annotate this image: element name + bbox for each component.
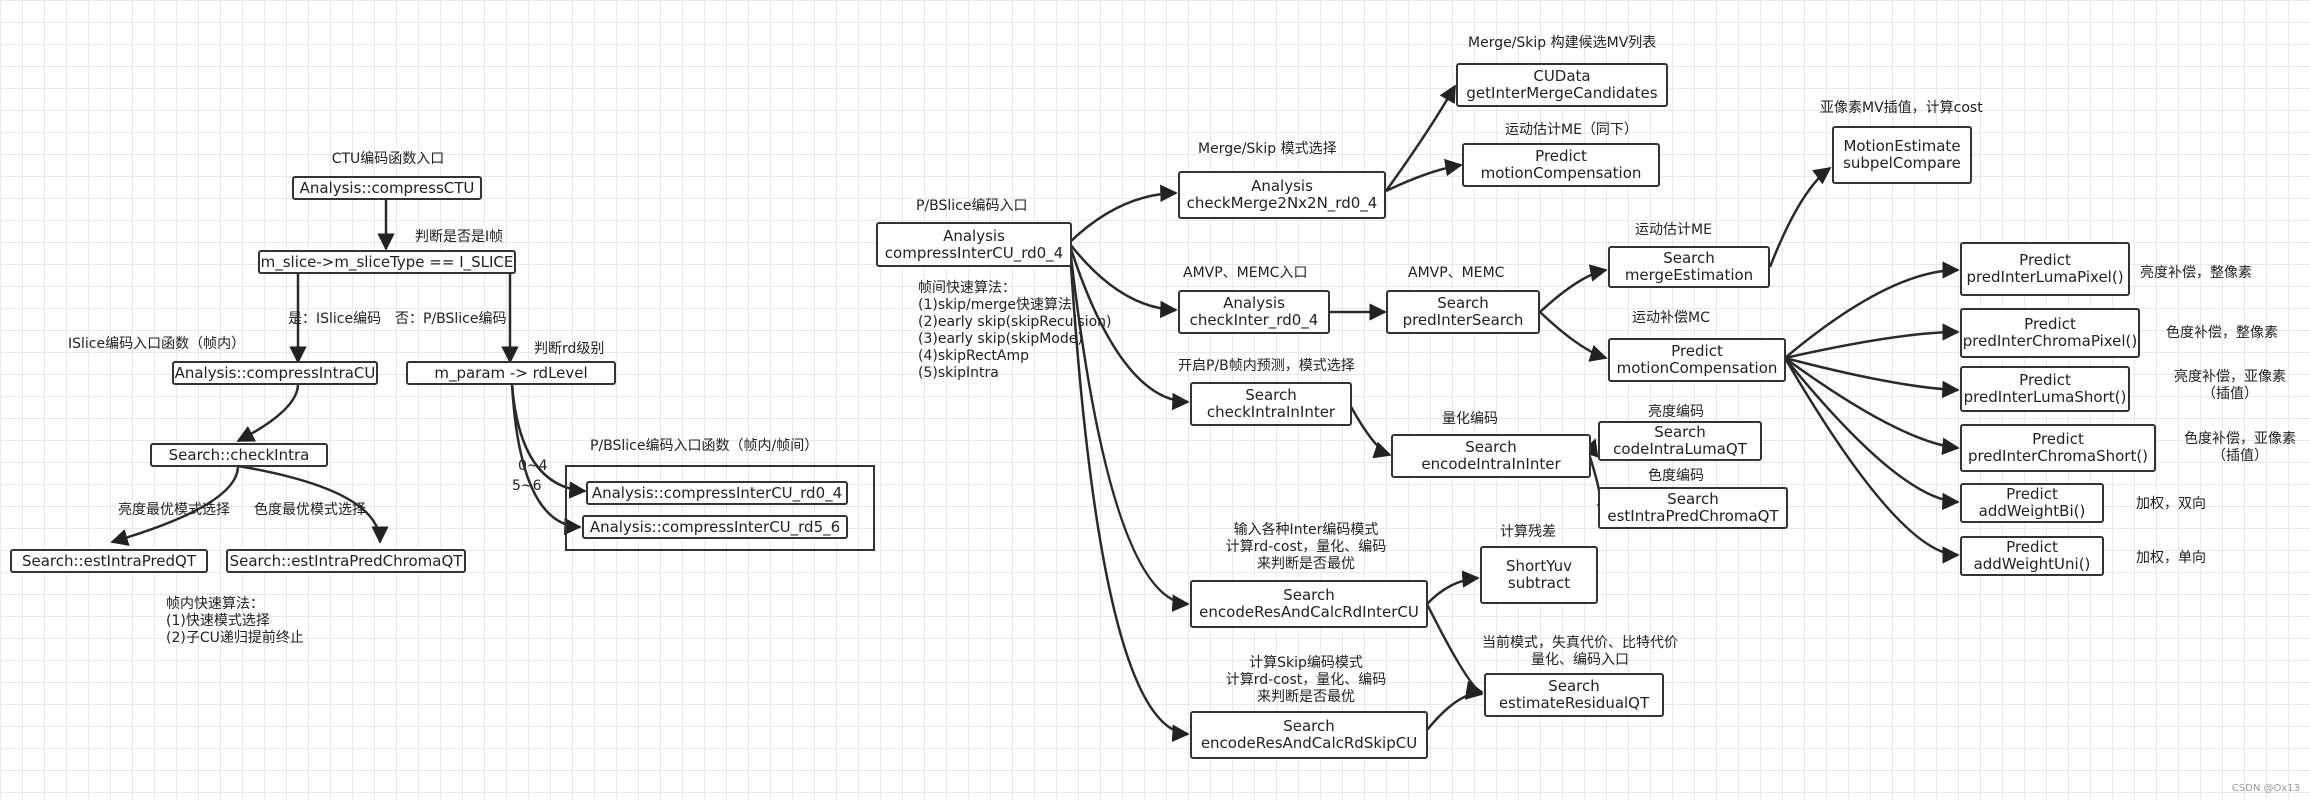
node-rd-level[interactable]: m_param -> rdLevel [406,361,616,385]
edge-mc-weightbi [1784,357,1960,511]
label-luma-interp-sub: 亮度补偿，亚像素 （插值） [2174,369,2286,402]
node-check-intra[interactable]: Search::checkIntra [150,443,328,467]
label-amvp-memc: AMVP、MEMC [1408,265,1505,281]
edge-pb-checkinter [1069,243,1178,319]
edge-mc-weightuni [1783,357,1960,564]
label-rd-level-judge: 判断rd级别 [534,341,605,357]
node-est-intra-pred-chroma-qt-left[interactable]: Search::estIntraPredChromaQT [226,549,466,573]
edge-merge-predictmc [1385,158,1463,193]
edge-predintersearch-mergeest [1539,264,1608,313]
node-inter-rd5-6[interactable]: Analysis::compressInterCU_rd5_6 [582,515,848,539]
edge-mc-chromashort [1784,356,1960,456]
group-pb-entry-fn [565,465,875,551]
edge-pb-checkintra [1068,245,1190,411]
watermark: CSDN @Ox13 [2231,783,2300,794]
label-pb-entry: P/BSlice编码入口 [916,198,1028,214]
edge-pb-encodeinter [1068,247,1190,612]
edge-mergeest-motionest [1768,166,1832,268]
label-luma-best-mode: 亮度最优模式选择 [118,502,230,518]
edge-encodeskip-estimateres [1426,682,1484,731]
edge-mc-lumashort [1784,356,1960,399]
label-is-i-frame: 判断是否是I帧 [415,229,504,245]
edge-intracu-checkintra [236,383,300,443]
edge-checkintra-estintra [110,465,240,546]
label-islice-entry: ISlice编码入口函数（帧内） [68,336,246,352]
label-current-mode-cost: 当前模式，失真代价、比特代价 量化、编码入口 [1482,635,1678,668]
label-motion-comp-mc: 运动补偿MC [1632,310,1710,326]
edge-mc-lumapixel [1784,261,1960,359]
node-est-intra-pred-qt[interactable]: Search::estIntraPredQT [10,549,208,573]
label-weight-bi: 加权，双向 [2136,496,2206,512]
node-compress-ctu[interactable]: Analysis::compressCTU [292,176,482,200]
edge-mc-chromapixel [1784,323,1960,360]
label-ctu-entry: CTU编码函数入口 [331,151,445,167]
edge-encodeinter-shortyuv [1426,570,1480,605]
label-luma-interp-int: 亮度补偿，整像素 [2140,265,2252,281]
label-pb-entry-fn: P/BSlice编码入口函数（帧内/帧间） [590,438,819,454]
label-range-0-4: 0~4 [518,458,548,474]
label-inter-fast: 帧间快速算法： (1)skip/merge快速算法 (2)early skip(… [918,280,1112,381]
label-amvp-memc-entry: AMVP、MEMC入口 [1183,265,1308,281]
label-chroma-interp-int: 色度补偿，整像素 [2166,325,2278,341]
edge-pb-encodeskip [1068,249,1190,742]
edge-encodeinter-estimateres [1425,603,1484,698]
label-merge-skip-mode: Merge/Skip 模式选择 [1198,141,1337,157]
label-no-pbslice: 否：P/BSlice编码 [395,311,507,327]
edge-checkintra-chroma [237,464,389,544]
edge-pb-merge [1069,184,1178,243]
node-slice-type[interactable]: m_slice->m_sliceType == I_SLICE [258,250,516,274]
node-compress-intra-cu[interactable]: Analysis::compressIntraCU [172,361,378,385]
edge-checkintra-encodeintra [1348,404,1392,459]
edge-predintersearch-predictmc [1539,311,1608,362]
label-motion-estimation-me: 运动估计ME [1635,222,1712,238]
label-luma-encode: 亮度编码 [1648,404,1704,420]
label-chroma-best-mode: 色度最优模式选择 [254,502,366,518]
label-weight-uni: 加权，单向 [2136,550,2206,566]
label-chroma-interp-sub: 色度补偿，亚像素 （插值） [2184,431,2296,464]
label-subpel-interp: 亚像素MV插值，计算cost [1820,100,1983,116]
label-skip-mode-calc: 计算Skip编码模式 计算rd-cost，量化、编码 来判断是否最优 [1225,655,1387,705]
label-pb-intra-pred: 开启P/B帧内预测，模式选择 [1178,358,1355,374]
label-range-5-6: 5~6 [512,478,542,494]
label-me-same: 运动估计ME（同下） [1505,122,1638,138]
label-calc-residual: 计算残差 [1500,524,1556,540]
label-intra-fast: 帧内快速算法： (1)快速模式选择 (2)子CU递归提前终止 [166,596,304,646]
label-chroma-encode: 色度编码 [1648,468,1704,484]
edge-merge-cudata [1384,84,1457,192]
node-inter-rd0-4[interactable]: Analysis::compressInterCU_rd0_4 [586,481,848,505]
label-yes-islice: 是：ISlice编码 [288,311,382,327]
label-merge-skip-mv: Merge/Skip 构建候选MV列表 [1468,35,1657,51]
label-inter-mode-input: 输入各种Inter编码模式 计算rd-cost，量化、编码 来判断是否最优 [1225,522,1387,572]
label-quant-encode: 量化编码 [1442,411,1498,427]
